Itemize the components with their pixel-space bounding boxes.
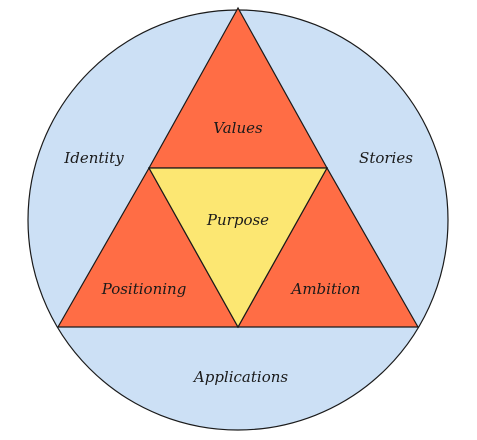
label-purpose: Purpose — [206, 211, 269, 229]
label-stories: Stories — [359, 149, 413, 167]
label-values: Values — [213, 119, 263, 137]
label-positioning: Positioning — [101, 280, 187, 298]
label-identity: Identity — [63, 149, 124, 167]
label-ambition: Ambition — [290, 280, 361, 298]
label-applications: Applications — [192, 368, 288, 386]
center-triangle-purpose — [147, 167, 329, 329]
